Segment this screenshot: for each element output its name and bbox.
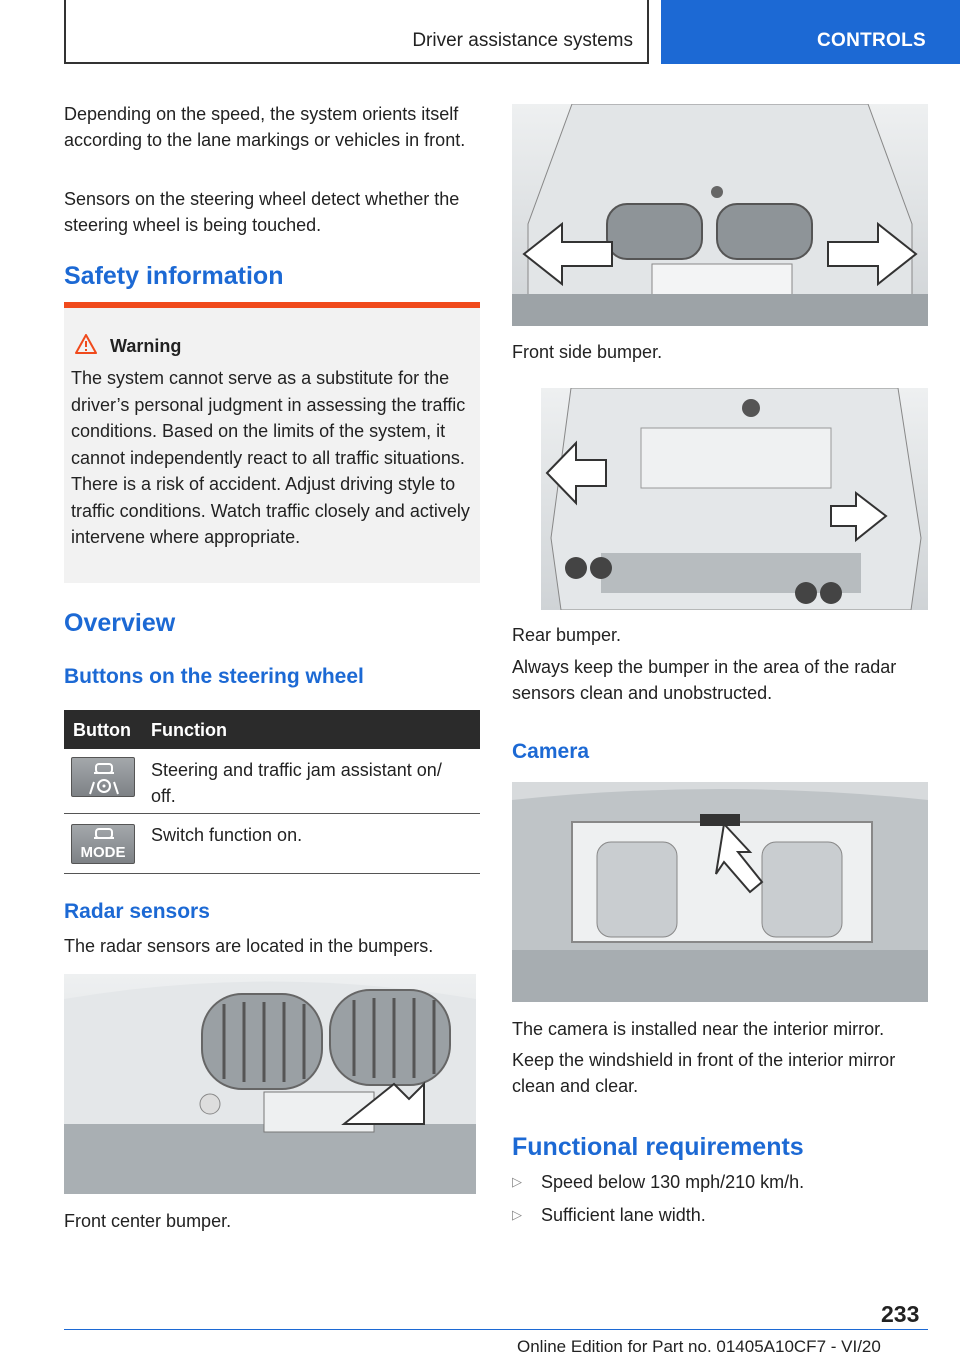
edition-footer: Online Edition for Part no. 01405A10CF7 … [517, 1337, 881, 1356]
header-chapter-tab: CONTROLS [661, 0, 960, 64]
header-section-title: Driver assistance systems [412, 30, 633, 51]
mode-button-icon: MODE [71, 824, 135, 864]
warning-title: Warning [110, 336, 182, 356]
footer-divider [64, 1329, 928, 1330]
list-item-text: Sufficient lane width. [541, 1205, 706, 1225]
buttons-table: Button Function Steering and traffic jam… [64, 710, 480, 874]
buttons-heading: Buttons on the steering wheel [64, 665, 364, 688]
warning-text: The system cannot serve as a substitute … [71, 368, 470, 547]
steering-assist-icon [71, 757, 135, 797]
table-row: Steering and traffic jam assistant on/ o… [64, 749, 480, 814]
list-item-text: Speed below 130 mph/210 km/h. [541, 1172, 805, 1192]
column-header-button: Button [73, 720, 131, 740]
front-center-caption: Front center bumper. [64, 1211, 232, 1231]
bullet-triangle-icon: ▷ [512, 1207, 522, 1222]
row-function-text: Steering and traffic jam assistant on/ o… [151, 760, 442, 806]
row-function-text: Switch function on. [151, 825, 303, 845]
column-header-function: Function [151, 720, 227, 740]
radar-heading: Radar sensors [64, 900, 210, 923]
bumper-text: Always keep the bumper in the area of th… [512, 657, 897, 703]
rear-bumper-image [541, 388, 928, 610]
front-side-caption: Front side bumper. [512, 342, 663, 362]
camera-image [512, 782, 928, 1002]
intro-paragraph-1: Depending on the speed, the system orien… [64, 104, 466, 150]
warning-triangle-icon [75, 334, 97, 354]
camera-heading: Camera [512, 740, 590, 763]
intro-paragraph-2: Sensors on the steering wheel detect whe… [64, 189, 460, 235]
camera-text-1: The camera is installed near the interio… [512, 1019, 885, 1039]
front-side-bumper-image [512, 104, 928, 326]
warning-box: Warning The system cannot serve as a sub… [64, 302, 480, 583]
mode-button-label: MODE [80, 844, 126, 861]
front-center-bumper-image [64, 974, 476, 1194]
page-number: 233 [881, 1301, 920, 1327]
radar-text: The radar sensors are located in the bum… [64, 936, 434, 956]
table-header: Button Function [64, 710, 480, 749]
header-section-tab: Driver assistance systems [64, 0, 649, 64]
rear-caption: Rear bumper. [512, 625, 622, 645]
functional-requirements-heading: Functional requirements [512, 1133, 804, 1161]
camera-text-2: Keep the windshield in front of the inte… [512, 1050, 896, 1096]
table-row: MODE Switch function on. [64, 814, 480, 874]
safety-heading: Safety information [64, 262, 284, 290]
header-chapter-title: CONTROLS [816, 30, 926, 51]
bullet-triangle-icon: ▷ [512, 1174, 522, 1189]
overview-heading: Overview [64, 609, 176, 637]
